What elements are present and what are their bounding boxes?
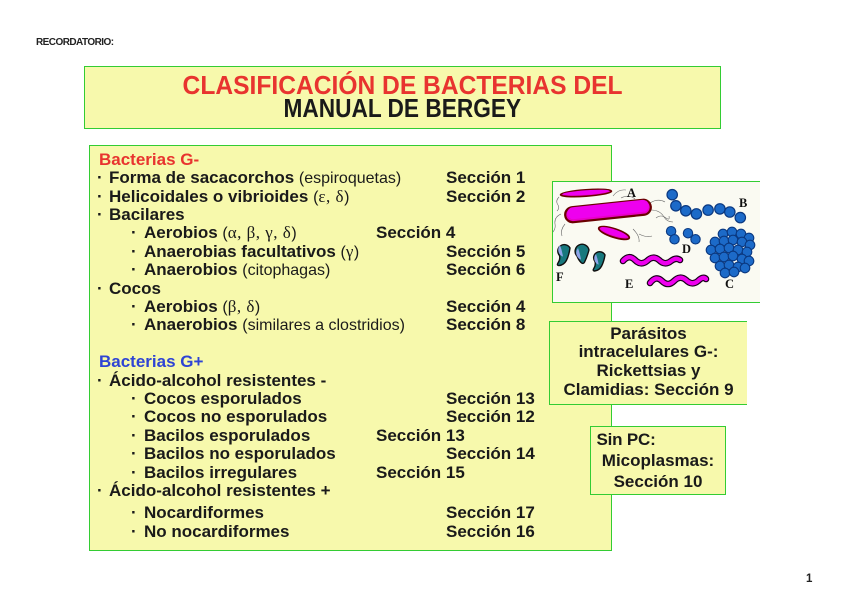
svg-text:F: F [556, 270, 564, 284]
svg-text:D: D [682, 242, 691, 256]
svg-text:E: E [625, 277, 633, 291]
svg-text:A: A [627, 186, 636, 200]
svg-text:B: B [739, 196, 747, 210]
svg-text:C: C [725, 277, 734, 291]
